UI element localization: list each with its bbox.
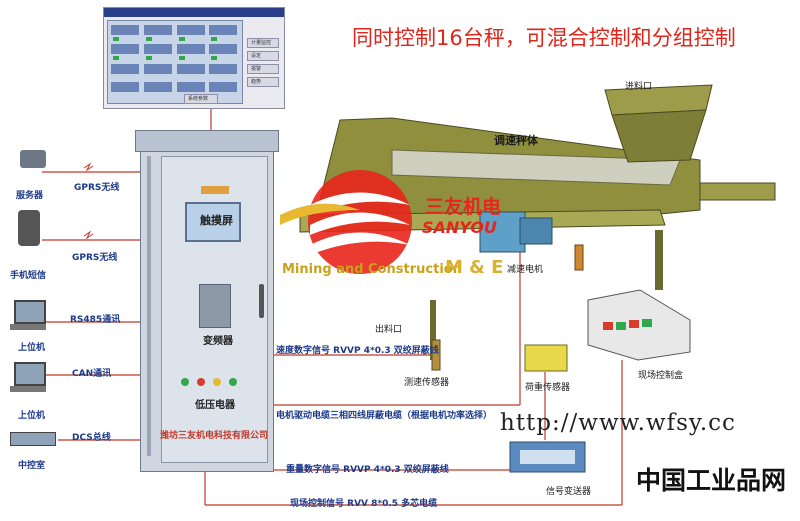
- touch-screen-label: 触摸屏: [200, 214, 233, 227]
- hmi-grid: [111, 25, 237, 92]
- device-label: 服务器: [16, 191, 44, 201]
- logo-sub: Mining and Construction: [282, 262, 462, 277]
- field-box-label: 现场控制盒: [638, 371, 684, 381]
- hmi-button[interactable]: 趋势: [247, 77, 279, 87]
- computer-icon: [14, 362, 46, 386]
- control-cabinet: [135, 130, 279, 472]
- link-label: GPRS无线: [74, 183, 120, 193]
- device-label: 上位机: [18, 411, 46, 421]
- phone-icon: [18, 210, 40, 246]
- computer-icon: [14, 300, 46, 324]
- signal-transmitter-label: 信号变送器: [546, 487, 592, 497]
- load-sensor-label: 荷重传感器: [525, 383, 571, 393]
- logo-cn: 三友机电: [425, 196, 502, 218]
- feed-inlet-label: 进料口: [625, 82, 653, 92]
- hmi-button[interactable]: 设定: [247, 51, 279, 61]
- link-label: CAN通讯: [72, 369, 112, 379]
- device-label: 上位机: [18, 343, 46, 353]
- hmi-button[interactable]: 计量监控: [247, 38, 279, 48]
- hmi-button[interactable]: 报警: [247, 64, 279, 74]
- motor-cable-label: 电机驱动电缆三相四线屏蔽电缆（根据电机功率选择）: [276, 411, 493, 421]
- logo-en: SANYOU: [422, 218, 497, 237]
- weight-signal-cable-label: 重量数字信号 RVVP 4*0.3 双绞屏蔽线: [286, 465, 449, 475]
- speed-signal-cable-label: 速度数字信号 RVVP 4*0.3 双绞屏蔽线: [276, 346, 439, 356]
- site-name: 中国工业品网: [636, 466, 787, 495]
- link-label: DCS总线: [72, 433, 111, 443]
- field-signal-cable-label: 现场控制信号 RVV 8*0.5 多芯电缆: [290, 499, 438, 509]
- touch-screen-panel[interactable]: [185, 202, 241, 242]
- hmi-screenshot: 计量监控 设定 报警 趋势 系统参数: [103, 7, 285, 109]
- hmi-bottom-button[interactable]: 系统参数: [184, 94, 218, 104]
- logo-me: M & E: [445, 257, 504, 278]
- inverter-panel: [199, 284, 231, 328]
- outlet-label: 出料口: [375, 325, 403, 335]
- link-label: RS485通讯: [70, 315, 121, 325]
- device-label: 中控室: [18, 461, 46, 471]
- low-voltage-label: 低压电器: [195, 400, 235, 411]
- page-title: 同时控制16台秤，可混合控制和分组控制: [352, 26, 736, 50]
- watermark-url: http://www.wfsy.cc: [500, 410, 736, 436]
- server-icon: [20, 150, 46, 168]
- link-label: GPRS无线: [72, 253, 118, 263]
- inverter-label: 变频器: [203, 336, 233, 347]
- device-label: 手机短信: [10, 271, 47, 281]
- speed-sensor-label: 测速传感器: [404, 378, 450, 388]
- company-label: 潍坊三友机电科技有限公司: [160, 431, 269, 441]
- speed-scale-label: 调速秤体: [494, 134, 538, 147]
- reducer-motor-label: 减速电机: [507, 265, 544, 275]
- control-room-icon: [10, 432, 56, 446]
